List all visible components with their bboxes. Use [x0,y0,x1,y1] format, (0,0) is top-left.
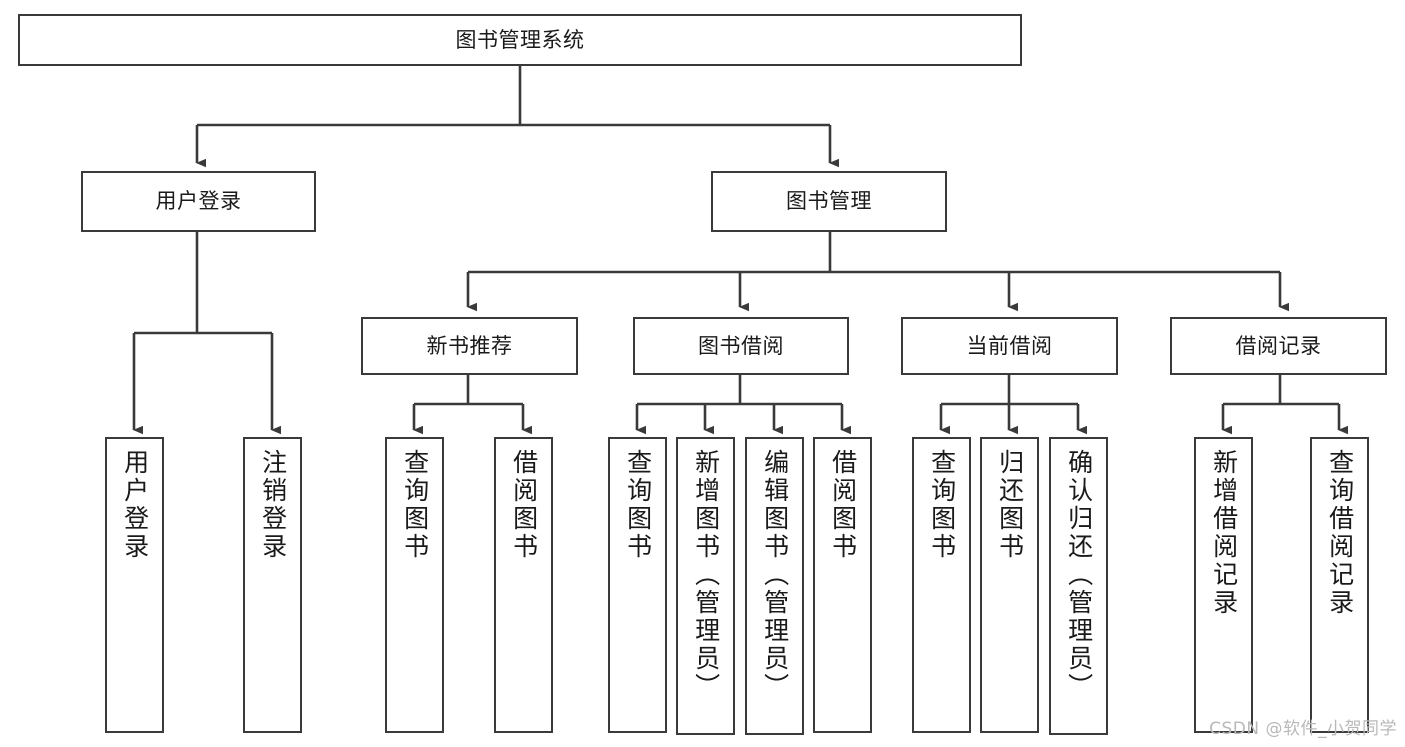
node-leaf-current-confirm-return[interactable]: 确认归还（管理员） [1049,437,1108,735]
node-leaf-user-login-logout-label: 注销登录 [258,449,288,561]
node-leaf-record-add-record[interactable]: 新增借阅记录 [1194,437,1253,733]
node-leaf-borrow-query-book[interactable]: 查询图书 [608,437,667,733]
node-user-login-label: 用户登录 [155,189,242,214]
node-book-management[interactable]: 图书管理 [711,171,947,232]
node-leaf-user-login-logout[interactable]: 注销登录 [243,437,302,733]
node-borrow-record-label: 借阅记录 [1235,333,1322,358]
node-leaf-record-query-record-label: 查询借阅记录 [1325,449,1355,617]
node-root-system[interactable]: 图书管理系统 [18,14,1022,66]
node-leaf-current-return-book-label: 归还图书 [995,449,1025,561]
node-leaf-newbook-query-book-label: 查询图书 [400,449,430,561]
node-root-system-label: 图书管理系统 [455,27,585,52]
node-leaf-current-query-book[interactable]: 查询图书 [912,437,971,733]
node-leaf-newbook-borrow-book-label: 借阅图书 [509,449,539,561]
csdn-watermark: CSDN @软件_小贺同学 [1209,719,1397,739]
node-borrow-record[interactable]: 借阅记录 [1170,317,1387,375]
node-leaf-borrow-add-book[interactable]: 新增图书（管理员） [676,437,735,735]
node-current-borrow-label: 当前借阅 [966,333,1053,358]
node-leaf-current-return-book[interactable]: 归还图书 [980,437,1039,733]
node-new-book-recommend[interactable]: 新书推荐 [361,317,578,375]
node-leaf-borrow-borrow-book-label: 借阅图书 [828,449,858,561]
node-leaf-borrow-edit-book-label: 编辑图书（管理员） [760,449,790,701]
node-book-borrow-label: 图书借阅 [698,333,784,358]
node-new-book-recommend-label: 新书推荐 [426,333,513,358]
node-leaf-current-query-book-label: 查询图书 [927,449,957,561]
node-leaf-record-query-record[interactable]: 查询借阅记录 [1310,437,1369,733]
node-user-login[interactable]: 用户登录 [81,171,316,232]
node-book-management-label: 图书管理 [786,189,872,214]
node-leaf-user-login-login[interactable]: 用户登录 [105,437,164,733]
node-leaf-borrow-add-book-label: 新增图书（管理员） [691,449,721,701]
node-leaf-borrow-query-book-label: 查询图书 [623,449,653,561]
node-leaf-user-login-login-label: 用户登录 [120,449,150,561]
node-leaf-borrow-edit-book[interactable]: 编辑图书（管理员） [745,437,804,735]
node-book-borrow[interactable]: 图书借阅 [633,317,849,375]
node-leaf-newbook-query-book[interactable]: 查询图书 [385,437,444,733]
node-leaf-record-add-record-label: 新增借阅记录 [1209,449,1239,617]
node-leaf-borrow-borrow-book[interactable]: 借阅图书 [813,437,872,733]
node-current-borrow[interactable]: 当前借阅 [901,317,1118,375]
node-leaf-newbook-borrow-book[interactable]: 借阅图书 [494,437,553,733]
node-leaf-current-confirm-return-label: 确认归还（管理员） [1064,449,1094,701]
